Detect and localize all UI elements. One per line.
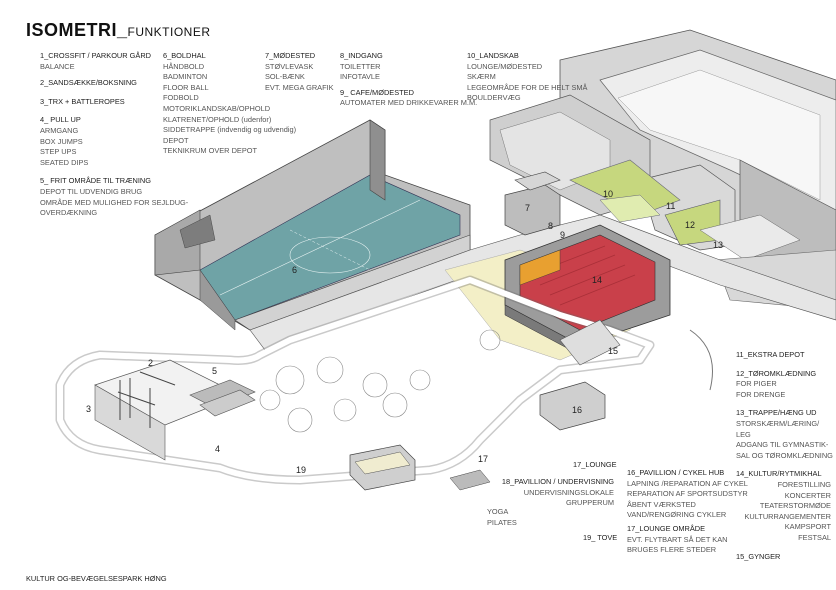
map-label-7: 7 [525,203,530,213]
map-label-16: 16 [572,405,582,415]
legend-col-1: 1_CROSSFIT / PARKOUR GÅRD BALANCE 2_SAND… [40,51,189,224]
crossfit-yard [94,359,256,461]
legend-3: 3_TRX + BATTLEROPES [40,96,125,106]
rytmikhal-building [504,224,671,356]
legend-18: 18_PAVILLION / UNDERVISNING UNDERVISNING… [501,477,614,508]
legend-10: 10_LANDSKAB LOUNGE/MØDESTED SKÆRM LEGEOM… [467,51,588,103]
legend-col-right: 11_EKSTRA DEPOT 12_TØROMKLÆDNING FOR PIG… [736,350,833,567]
map-label-5: 5 [212,366,217,376]
title-main: ISOMETRI_ [26,20,128,40]
map-label-4: 4 [215,444,220,454]
legend-yoga: YOGA PILATES [487,507,517,527]
legend-12: 12_TØROMKLÆDNING FOR PIGER FOR DRENGE [736,368,817,399]
map-label-2: 2 [148,358,153,368]
legend-col-5: 10_LANDSKAB LOUNGE/MØDESTED SKÆRM LEGEOM… [467,51,588,109]
map-label-17: 17 [478,454,488,464]
map-label-10: 10 [603,189,613,199]
title-sub: FUNKTIONER [127,25,211,39]
map-label-14: 14 [592,275,602,285]
legend-9: 9_ CAFE/MØDESTED AUTOMATER MED DRIKKEVAR… [340,87,478,108]
legend-19: 19_ TOVE [583,533,618,542]
map-label-9: 9 [560,230,565,240]
legend-11: 11_EKSTRA DEPOT [736,350,805,359]
legend-17-lounge: 17_LOUNGE [573,460,617,469]
legend-8: 8_INDGANG TOILETTER INFOTAVLE [340,51,383,82]
boldhal-building [154,119,471,331]
legend-4: 4_ PULL UP ARMGANG BOX JUMPS STEP UPS SE… [40,115,89,167]
legend-13: 13_TRAPPE/HÆNG UD STORSKÆRM/LÆRING/ LEG … [736,408,833,460]
map-label-12: 12 [685,220,695,230]
map-label-11: 11 [666,201,675,211]
legend-col-3: 7_MØDESTED STØVLEVASK SOL-BÆNK EVT. MEGA… [265,51,345,98]
tree-group [259,329,501,433]
legend-16: 16_PAVILLION / CYKEL HUB LAPNING /REPARA… [627,468,748,520]
legend-5: 5_ FRIT OMRÅDE TIL TRÆNING DEPOT TIL UDV… [40,176,189,218]
map-label-8: 8 [548,221,553,231]
legend-2: 2_SANDSÆKKE/BOKSNING [40,78,137,88]
legend-7: 7_MØDESTED STØVLEVASK SOL-BÆNK EVT. MEGA… [265,51,334,92]
legend-17-lounge-omraade: 17_LOUNGE OMRÅDE EVT. FLYTBART SÅ DET KA… [627,524,728,555]
map-label-3: 3 [86,404,91,414]
legend-1: 1_CROSSFIT / PARKOUR GÅRD BALANCE [40,51,152,71]
page-title: ISOMETRI_FUNKTIONER [26,20,211,41]
legend-6: 6_BOLDHAL HÅNDBOLD BADMINTON FLOOR BALL … [163,51,297,156]
legend-col-4: 8_INDGANG TOILETTER INFOTAVLE 9_ CAFE/MØ… [340,51,478,114]
map-label-13: 13 [713,240,723,250]
legend-14: 14_KULTUR/RYTMIKHAL FORESTILLING KONCERT… [736,469,831,542]
legend-col-2: 6_BOLDHAL HÅNDBOLD BADMINTON FLOOR BALL … [163,51,297,162]
map-label-15: 15 [608,346,618,356]
legend-15: 15_GYNGER [736,551,781,561]
map-label-6: 6 [292,265,297,275]
map-label-19: 19 [296,465,306,475]
footer-caption: KULTUR OG-BEVÆGELSESPARK HØNG [26,574,167,583]
